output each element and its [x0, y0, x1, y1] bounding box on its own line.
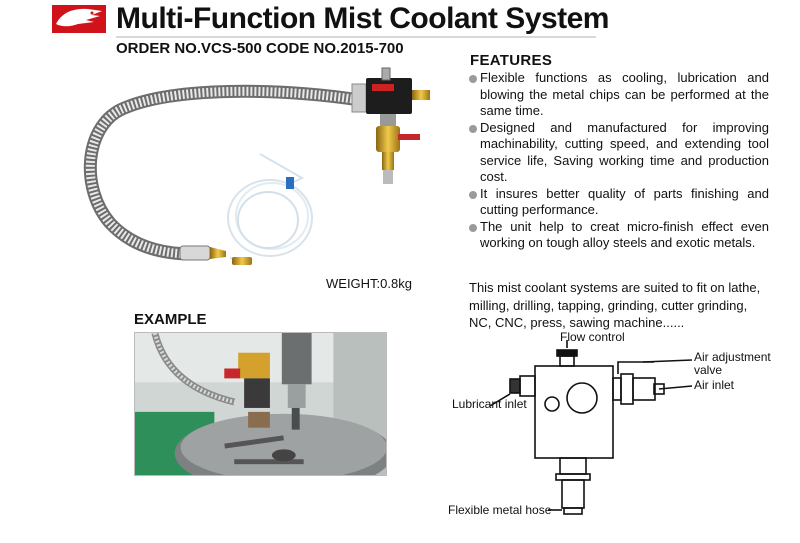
suited-machines-text: This mist coolant systems are suited to …: [469, 280, 761, 330]
product-image: [83, 67, 430, 265]
weight-label: WEIGHT:0.8kg: [326, 276, 412, 291]
feature-item: It insures better quality of parts finis…: [469, 186, 769, 219]
feature-item: The unit help to creat micro-finish effe…: [469, 219, 769, 252]
air-adjustment-label-line2: valve: [694, 363, 723, 377]
flexible-hose-label: Flexible metal hose: [448, 503, 552, 517]
flow-control-label: Flow control: [560, 330, 625, 344]
title-divider: [116, 36, 596, 38]
features-list: Flexible functions as cooling, lubricati…: [469, 70, 769, 252]
page-title: Multi-Function Mist Coolant System: [116, 2, 610, 35]
air-adjustment-label: Air adjustment: [694, 350, 771, 364]
lubricant-inlet-label: Lubricant inlet: [452, 397, 527, 411]
example-heading: EXAMPLE: [134, 311, 207, 328]
schematic-diagram: [489, 340, 693, 515]
brand-logo: [52, 5, 106, 33]
features-heading: FEATURES: [470, 52, 553, 69]
feature-item: Flexible functions as cooling, lubricati…: [469, 70, 769, 120]
example-photo: [134, 332, 387, 476]
air-inlet-label: Air inlet: [694, 378, 735, 392]
feature-item: Designed and manufactured for improving …: [469, 120, 769, 186]
order-number: ORDER NO.VCS-500 CODE NO.2015-700: [116, 40, 404, 57]
